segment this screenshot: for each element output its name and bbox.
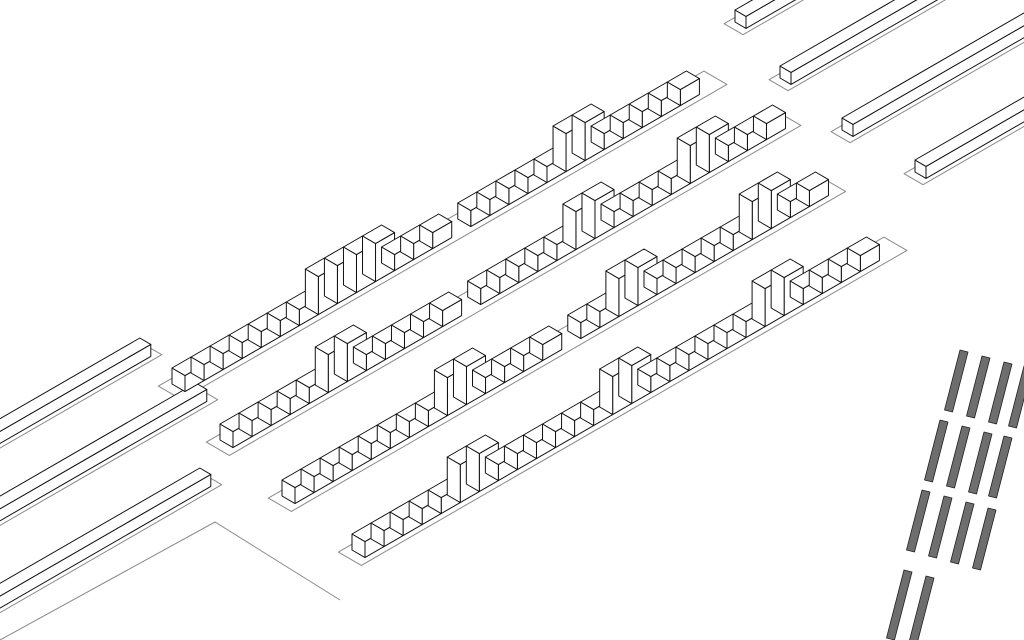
road-outline [723, 0, 805, 36]
parking-bar [988, 361, 1013, 425]
building-unit [666, 70, 700, 107]
building-roof [581, 181, 615, 202]
building-unit [752, 104, 787, 141]
parking-bar [968, 431, 993, 495]
building-roof [529, 325, 563, 346]
long-bar-building [914, 96, 1024, 179]
building-roof [666, 70, 700, 91]
building-roof [914, 96, 1024, 167]
parking-bar [924, 419, 949, 483]
building-unit [419, 213, 453, 250]
building-unit [795, 171, 829, 208]
building-roof [734, 0, 776, 17]
building-roof [429, 291, 463, 312]
long-bar-building [779, 0, 939, 85]
long-bar-building [0, 382, 208, 522]
building-roof [770, 258, 804, 279]
parking-bar [988, 435, 1013, 499]
building-roof [362, 224, 396, 245]
parking-bars [886, 349, 1024, 640]
road-edge [0, 521, 341, 640]
building-roof [419, 213, 453, 234]
long-bar-building [0, 337, 152, 445]
parking-bar [966, 355, 991, 419]
long-bar-building [0, 467, 212, 609]
building-unit [190, 345, 224, 382]
building-roof [757, 171, 791, 192]
building-unit [429, 291, 463, 328]
building-roof [571, 103, 605, 124]
building-unit [389, 500, 423, 537]
building-unit [529, 325, 563, 362]
building-roof [752, 104, 787, 125]
building-roof [695, 115, 729, 136]
parking-bar [906, 489, 931, 553]
building-roof [618, 346, 652, 367]
building-roof [795, 171, 829, 192]
building-rows [171, 70, 880, 559]
long-bar-building [841, 12, 1024, 137]
parking-bar [950, 501, 975, 565]
building-roof [0, 382, 208, 510]
building-roof [452, 347, 487, 368]
building-unit [846, 236, 880, 273]
building-roof [779, 0, 918, 73]
building-roof [333, 324, 367, 345]
building-roof [465, 434, 499, 455]
parking-bar [909, 575, 935, 640]
building-roof [846, 236, 880, 257]
building-roof [624, 248, 658, 269]
parking-bar [972, 507, 997, 571]
building-roof [841, 12, 1024, 125]
parking-bar [886, 569, 913, 640]
building-roof [0, 337, 152, 433]
parking-bar [928, 495, 953, 559]
parking-bar [1008, 365, 1024, 429]
parking-bar [946, 425, 971, 489]
road-outline [768, 0, 947, 92]
building-roof [0, 467, 212, 597]
parking-bar [944, 349, 969, 413]
long-bar-building [734, 0, 797, 29]
